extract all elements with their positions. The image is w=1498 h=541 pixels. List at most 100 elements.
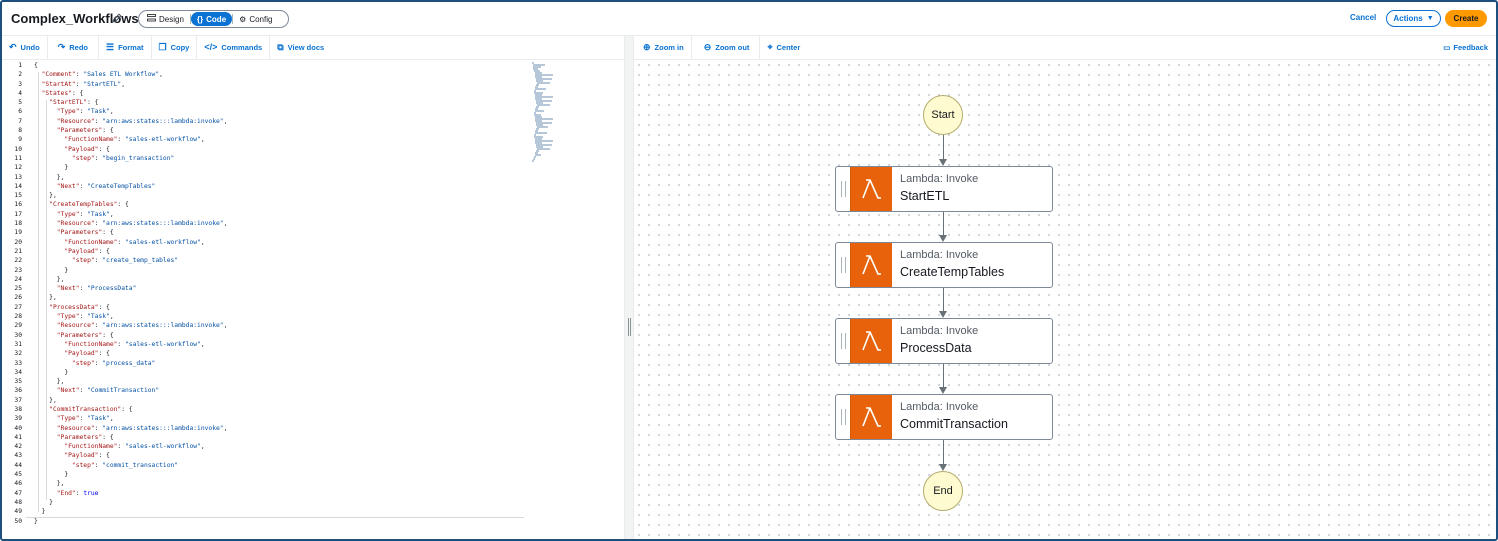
view-docs-link[interactable]: ⧉ View docs — [270, 36, 331, 59]
state-type: Lambda: Invoke — [900, 249, 979, 261]
caret-down-icon: ▼ — [1426, 15, 1434, 22]
drag-grip-icon[interactable] — [836, 395, 850, 439]
minimap-line — [532, 62, 534, 64]
redo-label: Redo — [69, 43, 89, 52]
undo-icon: ↶ — [9, 42, 17, 52]
line-number: 35 — [14, 378, 22, 386]
code-text: "step": "commit_transaction" — [71, 461, 179, 469]
code-minimap[interactable] — [532, 62, 553, 162]
minimap-line — [534, 134, 537, 136]
zoom-out-button[interactable]: ⊖ Zoom out — [692, 36, 761, 59]
end-label: End — [933, 485, 953, 497]
code-line: 46 }, — [2, 479, 532, 488]
copy-button[interactable]: ❐ Copy — [152, 36, 198, 59]
code-lines: 1{2 "Comment": "Sales ETL Workflow",3 "S… — [2, 61, 532, 526]
code-text: "step": "process_data" — [71, 359, 156, 367]
line-number: 19 — [14, 229, 22, 237]
code-line: 33 "step": "process_data" — [2, 359, 532, 368]
feedback-label: Feedback — [1453, 43, 1488, 52]
line-number: 45 — [14, 471, 22, 479]
code-line: 40 "Resource": "arn:aws:states:::lambda:… — [2, 424, 532, 433]
state-name: CreateTempTables — [900, 265, 1005, 279]
state-node[interactable]: Lambda: Invoke CommitTransaction — [835, 394, 1053, 440]
minimap-line — [533, 68, 538, 70]
code-line: 35 }, — [2, 377, 532, 386]
line-number: 37 — [14, 396, 22, 404]
code-text: "Type": "Task", — [56, 313, 114, 321]
format-button[interactable]: ☰ Format — [99, 36, 152, 59]
code-text: "Next": "CreateTempTables" — [56, 182, 156, 190]
code-text: }, — [34, 378, 65, 386]
state-type: Lambda: Invoke — [900, 401, 979, 413]
editor-scrollbar[interactable] — [619, 60, 624, 539]
mode-code-button[interactable]: {} Code — [190, 12, 233, 26]
undo-button[interactable]: ↶ Undo — [2, 36, 48, 59]
line-number: 48 — [14, 498, 22, 506]
line-number: 22 — [14, 257, 22, 265]
minimap-line — [537, 148, 551, 150]
commands-button[interactable]: </> Commands — [197, 36, 271, 59]
code-editor[interactable]: 1{2 "Comment": "Sales ETL Workflow",3 "S… — [2, 60, 624, 539]
minimap-line — [534, 114, 541, 116]
feedback-link[interactable]: ▭ Feedback — [1443, 43, 1488, 52]
minimap-line — [533, 66, 542, 68]
arrowhead-icon — [939, 159, 947, 166]
line-number: 29 — [14, 322, 22, 330]
line-number: 32 — [14, 350, 22, 358]
code-line: 44 "step": "commit_transaction" — [2, 461, 532, 470]
redo-icon: ↷ — [57, 42, 66, 52]
end-node[interactable]: End — [923, 471, 963, 511]
code-text: "Parameters": { — [56, 433, 114, 441]
cancel-button[interactable]: Cancel — [1350, 13, 1377, 22]
line-number: 40 — [14, 424, 22, 432]
code-line: 34 } — [2, 368, 532, 377]
create-button[interactable]: Create — [1445, 10, 1487, 27]
code-line: 8 "Parameters": { — [2, 126, 532, 135]
indent-guide — [38, 72, 39, 512]
code-line: 41 "Parameters": { — [2, 433, 532, 442]
arrowhead-icon — [939, 387, 947, 394]
panel-splitter[interactable] — [624, 36, 634, 539]
state-node[interactable]: Lambda: Invoke StartETL — [835, 166, 1053, 212]
line-number: 46 — [14, 480, 22, 488]
code-text: "CreateTempTables": { — [49, 201, 129, 209]
code-text: "Payload": { — [64, 247, 110, 255]
code-text: "FunctionName": "sales-etl-workflow", — [64, 238, 205, 246]
code-text: } — [34, 266, 69, 274]
actions-dropdown-button[interactable]: Actions ▼ — [1386, 10, 1441, 27]
minimap-line — [534, 70, 540, 72]
center-button[interactable]: ⌖ Center — [760, 36, 807, 59]
code-text: } — [34, 471, 69, 479]
state-node[interactable]: Lambda: Invoke CreateTempTables — [835, 242, 1053, 288]
minimap-line — [535, 94, 543, 96]
minimap-line — [535, 120, 543, 122]
indent-guide — [46, 100, 47, 500]
drag-grip-icon[interactable] — [836, 243, 850, 287]
code-line: 7 "Resource": "arn:aws:states:::lambda:i… — [2, 117, 532, 126]
state-text: Lambda: Invoke CreateTempTables — [892, 243, 1004, 287]
minimap-line — [535, 108, 538, 110]
minimap-line — [537, 104, 551, 106]
minimap-line — [535, 74, 553, 76]
drag-handle-icon[interactable] — [628, 318, 631, 336]
code-icon: {} — [196, 14, 204, 24]
zoom-in-button[interactable]: ⊕ Zoom in — [634, 36, 692, 59]
minimap-line — [537, 82, 550, 84]
center-icon: ⌖ — [767, 42, 773, 52]
code-line: 1{ — [2, 61, 532, 70]
actions-label: Actions — [1393, 14, 1423, 23]
code-line: 29 "Resource": "arn:aws:states:::lambda:… — [2, 321, 532, 330]
workflow-canvas[interactable]: Start Lambda: Invoke StartETL Lambda: In… — [634, 60, 1496, 539]
start-node[interactable]: Start — [923, 95, 963, 135]
drag-grip-icon[interactable] — [836, 319, 850, 363]
code-line: 3 "StartAt": "StartETL", — [2, 80, 532, 89]
drag-grip-icon[interactable] — [836, 167, 850, 211]
minimap-line — [533, 64, 545, 66]
pencil-icon[interactable] — [111, 11, 123, 25]
state-node[interactable]: Lambda: Invoke ProcessData — [835, 318, 1053, 364]
mode-config-button[interactable]: ⚙ Config — [233, 12, 278, 26]
minimap-line — [535, 118, 553, 120]
code-text: "Type": "Task", — [56, 415, 114, 423]
redo-button[interactable]: ↷ Redo — [48, 36, 100, 59]
mode-design-button[interactable]: Design — [141, 12, 190, 26]
